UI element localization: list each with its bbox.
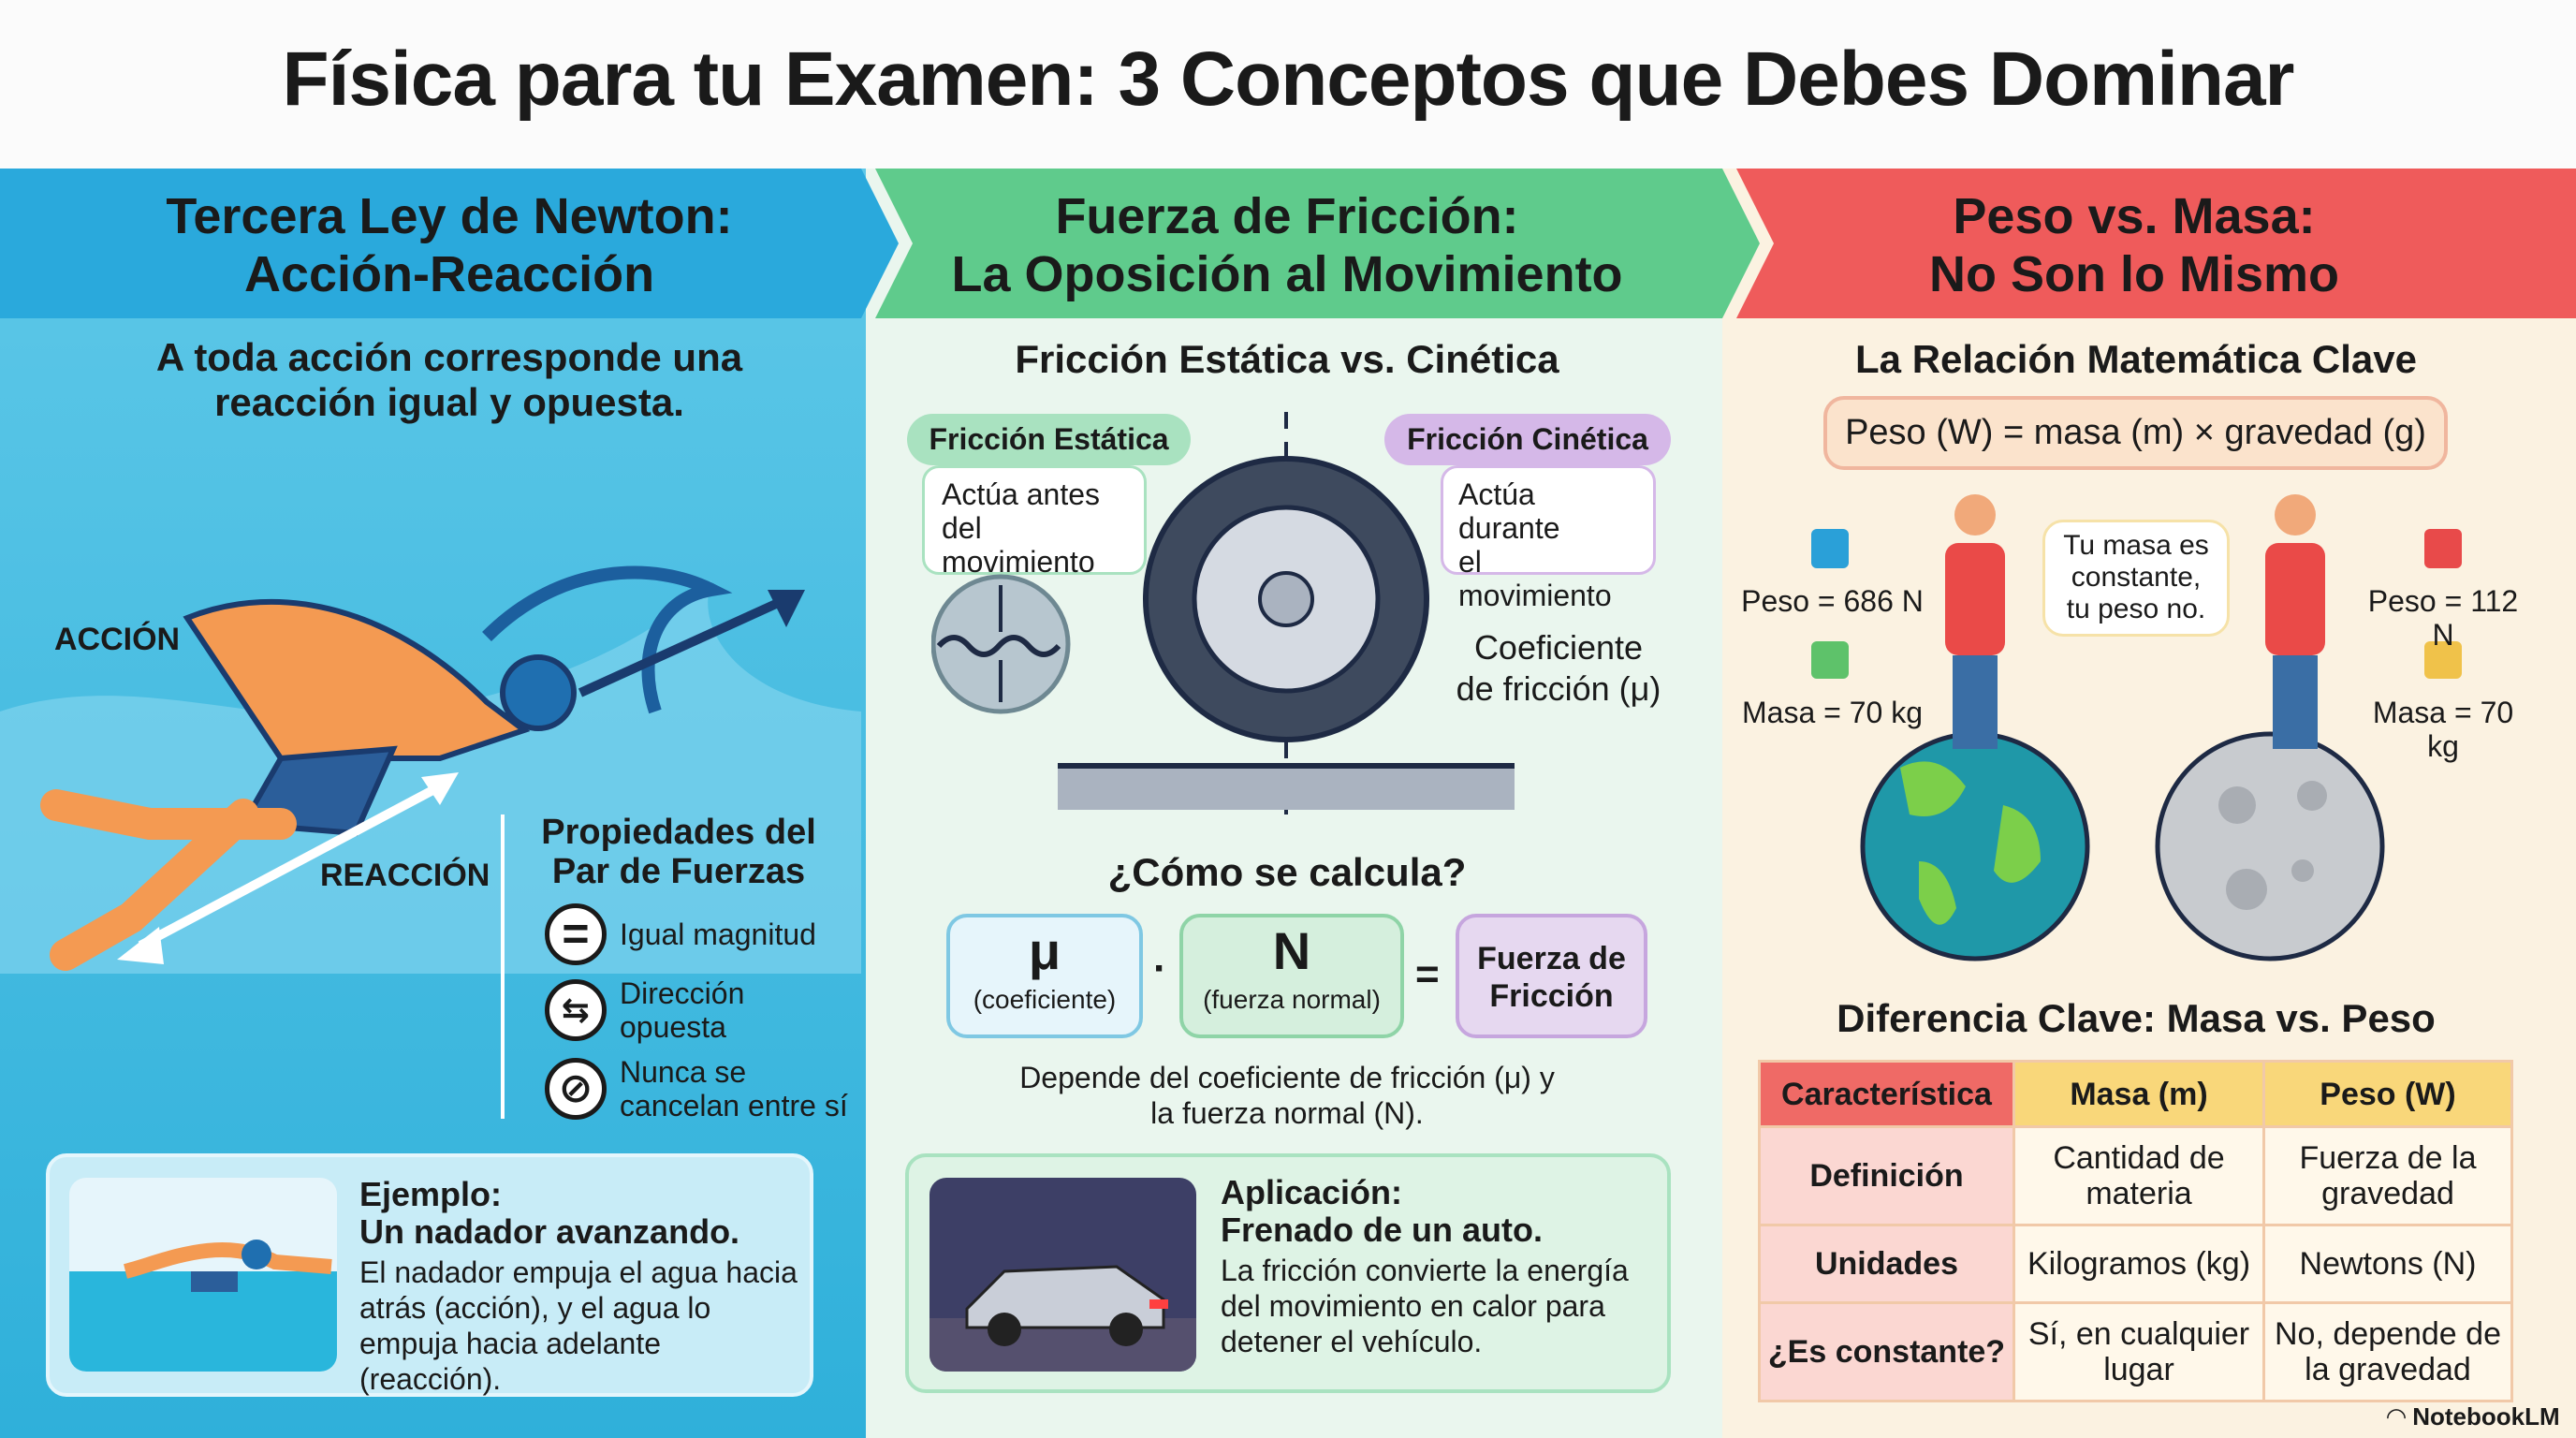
kinetic-friction-label: Fricción Cinética xyxy=(1384,414,1671,465)
moon-weight-scale-icon xyxy=(2424,529,2462,568)
earth-weight: Peso = 686 N xyxy=(1741,584,1924,618)
property-item: = Igual magnitud xyxy=(545,903,863,965)
newton-header: Tercera Ley de Newton:Acción-Reacción xyxy=(166,188,733,302)
normal-force-box: N(fuerza normal) xyxy=(1179,914,1404,1038)
equals-icon: = xyxy=(545,903,607,965)
person-moon xyxy=(2265,494,2325,749)
action-label: ACCIÓN xyxy=(54,622,181,657)
person-earth xyxy=(1945,494,2005,749)
moon-mass-scale-icon xyxy=(2424,641,2462,679)
earth-mass: Masa = 70 kg xyxy=(1742,696,1923,729)
header-bands xyxy=(0,169,2576,318)
mu-box: μ(coeficiente) xyxy=(946,914,1143,1038)
braking-car-image xyxy=(929,1178,1196,1372)
weight-header-band xyxy=(1736,169,2576,318)
example-text: Ejemplo: Un nadador avanzando. El nadado… xyxy=(359,1175,798,1397)
divider xyxy=(501,814,505,1119)
earth-weight-scale-icon xyxy=(1811,529,1849,568)
action-arrow xyxy=(578,594,789,697)
newton-header-band xyxy=(0,169,899,318)
earth-mass-scale-icon xyxy=(1811,641,1849,679)
reaction-label: REACCIÓN xyxy=(320,858,490,893)
moon xyxy=(2155,731,2385,961)
weight-subtitle: La Relación Matemática Clave xyxy=(1855,337,2417,381)
tire-illustration xyxy=(931,412,1515,814)
depends-text: Depende del coeficiente de fricción (μ) … xyxy=(1019,1061,1555,1130)
notebooklm-brand: ◠ NotebookLM xyxy=(2387,1402,2560,1431)
page-title: Física para tu Examen: 3 Conceptos que D… xyxy=(282,37,2295,122)
opposite-arrows-icon: ⇆ xyxy=(545,979,607,1041)
calc-title: ¿Cómo se calcula? xyxy=(1107,850,1467,894)
example-swimmer-image xyxy=(69,1178,337,1372)
friction-header-band xyxy=(875,169,1760,318)
swimmer-illustration xyxy=(0,565,861,974)
equals-operator: = xyxy=(1415,951,1440,997)
friction-header: Fuerza de Fricción:La Oposición al Movim… xyxy=(951,188,1623,302)
notebooklm-logo-icon: ◠ xyxy=(2387,1402,2413,1431)
weight-header: Peso vs. Masa:No Son lo Mismo xyxy=(1929,188,2339,302)
table-title: Diferencia Clave: Masa vs. Peso xyxy=(1837,996,2436,1040)
earth-moon-illustration xyxy=(1811,494,2462,961)
weight-formula: Peso (W) = masa (m) × gravedad (g) xyxy=(1823,396,2448,470)
reaction-arrow xyxy=(138,782,443,950)
earth xyxy=(1860,731,2090,961)
dot-operator: · xyxy=(1153,946,1167,991)
friction-subtitle: Fricción Estática vs. Cinética xyxy=(1015,337,1559,381)
static-friction-label: Fricción Estática xyxy=(907,414,1191,465)
moon-mass: Masa = 70 kg xyxy=(2372,696,2514,763)
no-cancel-icon: ⊘ xyxy=(545,1058,607,1120)
moon-weight: Peso = 112 N xyxy=(2367,584,2519,652)
application-text: Aplicación: Frenado de un auto. La fricc… xyxy=(1221,1173,1629,1359)
